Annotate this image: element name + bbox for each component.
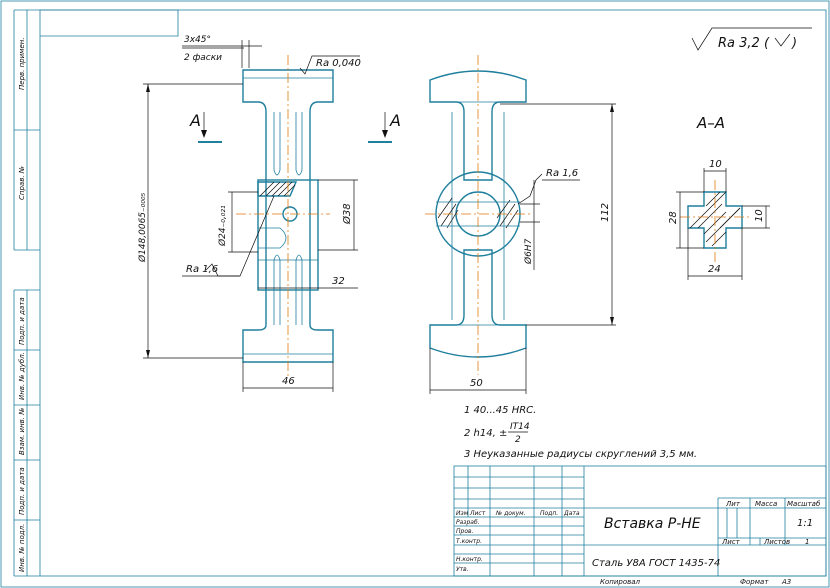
dim-chamfer: 3x45° bbox=[184, 35, 211, 45]
tb-role-0: Разраб. bbox=[456, 519, 480, 526]
footer: Копировал Формат А3 bbox=[600, 578, 791, 586]
side-label-5: Подп. и дата bbox=[18, 467, 26, 515]
note-fraction-num: IT14 bbox=[510, 422, 530, 432]
tb-col-date: Дата bbox=[563, 510, 580, 517]
note-2: 2 h14, ± bbox=[464, 428, 507, 439]
roughness-right: Ra 1,6 bbox=[546, 168, 578, 179]
dim-w50: 50 bbox=[470, 378, 483, 389]
side-dimensions: 112 Ra 1,6 Ø6H7 50 bbox=[429, 103, 616, 394]
tb-role-4: Н.контр. bbox=[456, 556, 483, 563]
side-label-1: Справ. № bbox=[18, 166, 26, 200]
side-label-6: Инв. № подл. bbox=[18, 524, 26, 572]
tb-col-list: Лист bbox=[469, 510, 486, 517]
dim-s28: 28 bbox=[668, 211, 679, 224]
front-view bbox=[236, 55, 334, 378]
title-block: Изм Лист № докум. Подп. Дата Разраб. Про… bbox=[453, 465, 827, 577]
section-marks: A A bbox=[189, 111, 401, 143]
roughness-general-label: Ra 3,2 ( bbox=[718, 36, 770, 51]
dim-s10-top: 10 bbox=[709, 159, 722, 170]
technical-notes: 1 40...45 HRC. 2 h14, ± IT14 2 3 Неуказа… bbox=[464, 405, 697, 460]
roughness-top: Ra 0,040 bbox=[316, 58, 361, 69]
roughness-left: Ra 1,6 bbox=[186, 264, 218, 275]
side-view bbox=[425, 55, 532, 375]
tb-part-name: Вставка Р-НЕ bbox=[604, 516, 701, 532]
tb-material: Сталь У8А ГОСТ 1435-74 bbox=[592, 558, 720, 569]
note-1: 1 40...45 HRC. bbox=[464, 405, 536, 416]
tb-sheets: Листов bbox=[763, 538, 790, 546]
section-mark-left: A bbox=[189, 111, 201, 130]
dim-w46: 46 bbox=[282, 376, 295, 387]
section-aa: A–A 10 28 10 24 bbox=[668, 114, 770, 280]
tb-sheets-val: 1 bbox=[805, 538, 809, 546]
tb-col-sign: Подп. bbox=[540, 510, 558, 517]
section-title: A–A bbox=[696, 114, 725, 132]
footer-format-val: А3 bbox=[781, 578, 791, 586]
dim-hole6: Ø6H7 bbox=[523, 238, 534, 265]
dim-s10-right: 10 bbox=[754, 209, 765, 222]
footer-copied: Копировал bbox=[600, 578, 641, 586]
dim-height-total: Ø148,0065₋₀₀₀₅ bbox=[137, 192, 148, 263]
top-left-stamp bbox=[40, 9, 179, 37]
side-label-2: Подп. и дата bbox=[18, 297, 26, 345]
note-3: 3 Неуказанные радиусы скруглений 3,5 мм. bbox=[464, 449, 697, 460]
dim-d38: Ø38 bbox=[341, 203, 353, 225]
roughness-general-close: ) bbox=[791, 36, 797, 51]
dim-s24: 24 bbox=[708, 264, 721, 275]
tb-col-izm: Изм bbox=[456, 510, 469, 517]
side-label-0: Перв. примен. bbox=[18, 37, 26, 90]
dim-w32: 32 bbox=[332, 276, 345, 287]
tb-role-2: Т.контр. bbox=[456, 538, 482, 545]
roughness-general: Ra 3,2 ( ) bbox=[691, 27, 812, 51]
tb-scale-label: Масштаб bbox=[787, 500, 821, 508]
note-fraction-den: 2 bbox=[515, 435, 521, 445]
tb-role-1: Пров. bbox=[456, 528, 474, 535]
footer-format: Формат bbox=[740, 578, 769, 586]
tb-role-5: Утв. bbox=[456, 566, 469, 573]
front-dimensions: 3x45° 2 фаски Ra 0,040 Ø148,0065₋₀₀₀₅ Ø2… bbox=[137, 35, 361, 392]
side-label-4: Взам. инв. № bbox=[18, 407, 26, 455]
tb-lit: Лит bbox=[725, 500, 741, 508]
dim-chamfer-note: 2 фаски bbox=[184, 53, 222, 63]
drawing-frame bbox=[39, 9, 827, 577]
dim-hole-inner: Ø24₋₀,₀₂₁ bbox=[217, 205, 228, 247]
dim-h112: 112 bbox=[600, 203, 611, 222]
tb-mass: Масса bbox=[755, 500, 777, 508]
left-margin-strip: Перв. примен. Справ. № Подп. и дата Инв.… bbox=[13, 9, 40, 577]
section-mark-right: A bbox=[389, 111, 401, 130]
side-label-3: Инв. № дубл. bbox=[18, 352, 26, 400]
tb-scale: 1:1 bbox=[797, 518, 813, 529]
tb-col-doc: № докум. bbox=[495, 510, 526, 517]
tb-sheet: Лист bbox=[721, 538, 741, 546]
